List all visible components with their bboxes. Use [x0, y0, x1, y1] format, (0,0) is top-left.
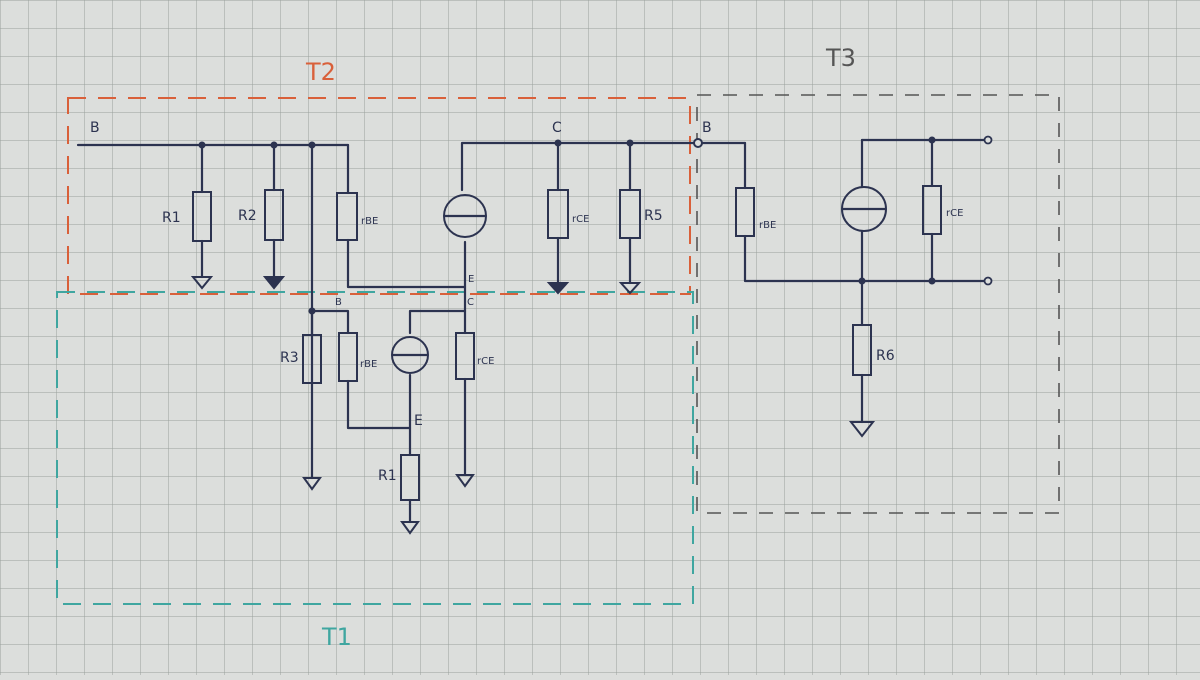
r1-bottom-label: R1	[378, 468, 397, 484]
t1-current-source	[391, 336, 429, 374]
rce-t2-resistor	[547, 189, 569, 239]
t2-region-box	[67, 97, 691, 295]
ground-symbol	[190, 276, 214, 290]
t3-region-label: T3	[825, 44, 856, 72]
r1-top-label: R1	[162, 210, 181, 226]
r6-resistor	[852, 324, 872, 376]
t3-wires	[700, 138, 987, 424]
t1-collector-label: C	[467, 297, 474, 308]
r5-resistor	[619, 189, 641, 239]
t1-region-label: T1	[321, 623, 352, 651]
t2-nodes	[198, 138, 703, 149]
t3-node	[858, 277, 866, 285]
ground-symbol	[546, 282, 570, 295]
r5-label: R5	[644, 208, 663, 224]
t3-node	[928, 277, 936, 285]
ground-symbol	[455, 474, 475, 488]
r3-resistor	[302, 334, 322, 384]
t2-current-source	[443, 194, 487, 238]
t2-region-label: T2	[305, 58, 336, 86]
rbe-t3-resistor	[735, 187, 755, 237]
t2-emitter-label: E	[468, 274, 474, 285]
t1-base-node	[308, 307, 316, 315]
t2-wires	[76, 141, 700, 480]
rbe-t1-label: rBE	[360, 359, 377, 370]
rce-t3-label: rCE	[946, 208, 963, 219]
t3-output-terminal	[983, 135, 993, 145]
t1-wires	[310, 309, 467, 524]
r3-label: R3	[280, 350, 299, 366]
r1-bottom-resistor	[400, 454, 420, 501]
rbe-t1-resistor	[338, 332, 358, 382]
ground-symbol	[302, 477, 322, 491]
r1-top-resistor	[192, 191, 212, 242]
t1-base-label: B	[335, 297, 342, 308]
rbe-t2-resistor	[336, 192, 358, 241]
ground-symbol	[262, 276, 286, 290]
r2-label: R2	[238, 208, 257, 224]
t3-output-terminal	[983, 276, 993, 286]
rce-t1-label: rCE	[477, 356, 494, 367]
rce-t2-label: rCE	[572, 214, 589, 225]
ground-symbol	[618, 282, 642, 295]
t1-region-box	[56, 291, 694, 605]
rbe-t2-label: rBE	[361, 216, 378, 227]
ground-symbol	[400, 521, 420, 535]
t1-emitter-label: E	[414, 413, 423, 429]
t2-collector-label: C	[552, 120, 562, 136]
ground-symbol	[848, 421, 876, 438]
t3-current-source	[841, 186, 887, 232]
rbe-t3-label: rBE	[759, 220, 776, 231]
r2-resistor	[264, 189, 284, 241]
t3-node	[928, 136, 936, 144]
rce-t3-resistor	[922, 185, 942, 235]
t2-base-label: B	[90, 120, 100, 136]
r6-label: R6	[876, 348, 895, 364]
rce-t1-resistor	[455, 332, 475, 380]
t3-base-label: B	[702, 120, 712, 136]
